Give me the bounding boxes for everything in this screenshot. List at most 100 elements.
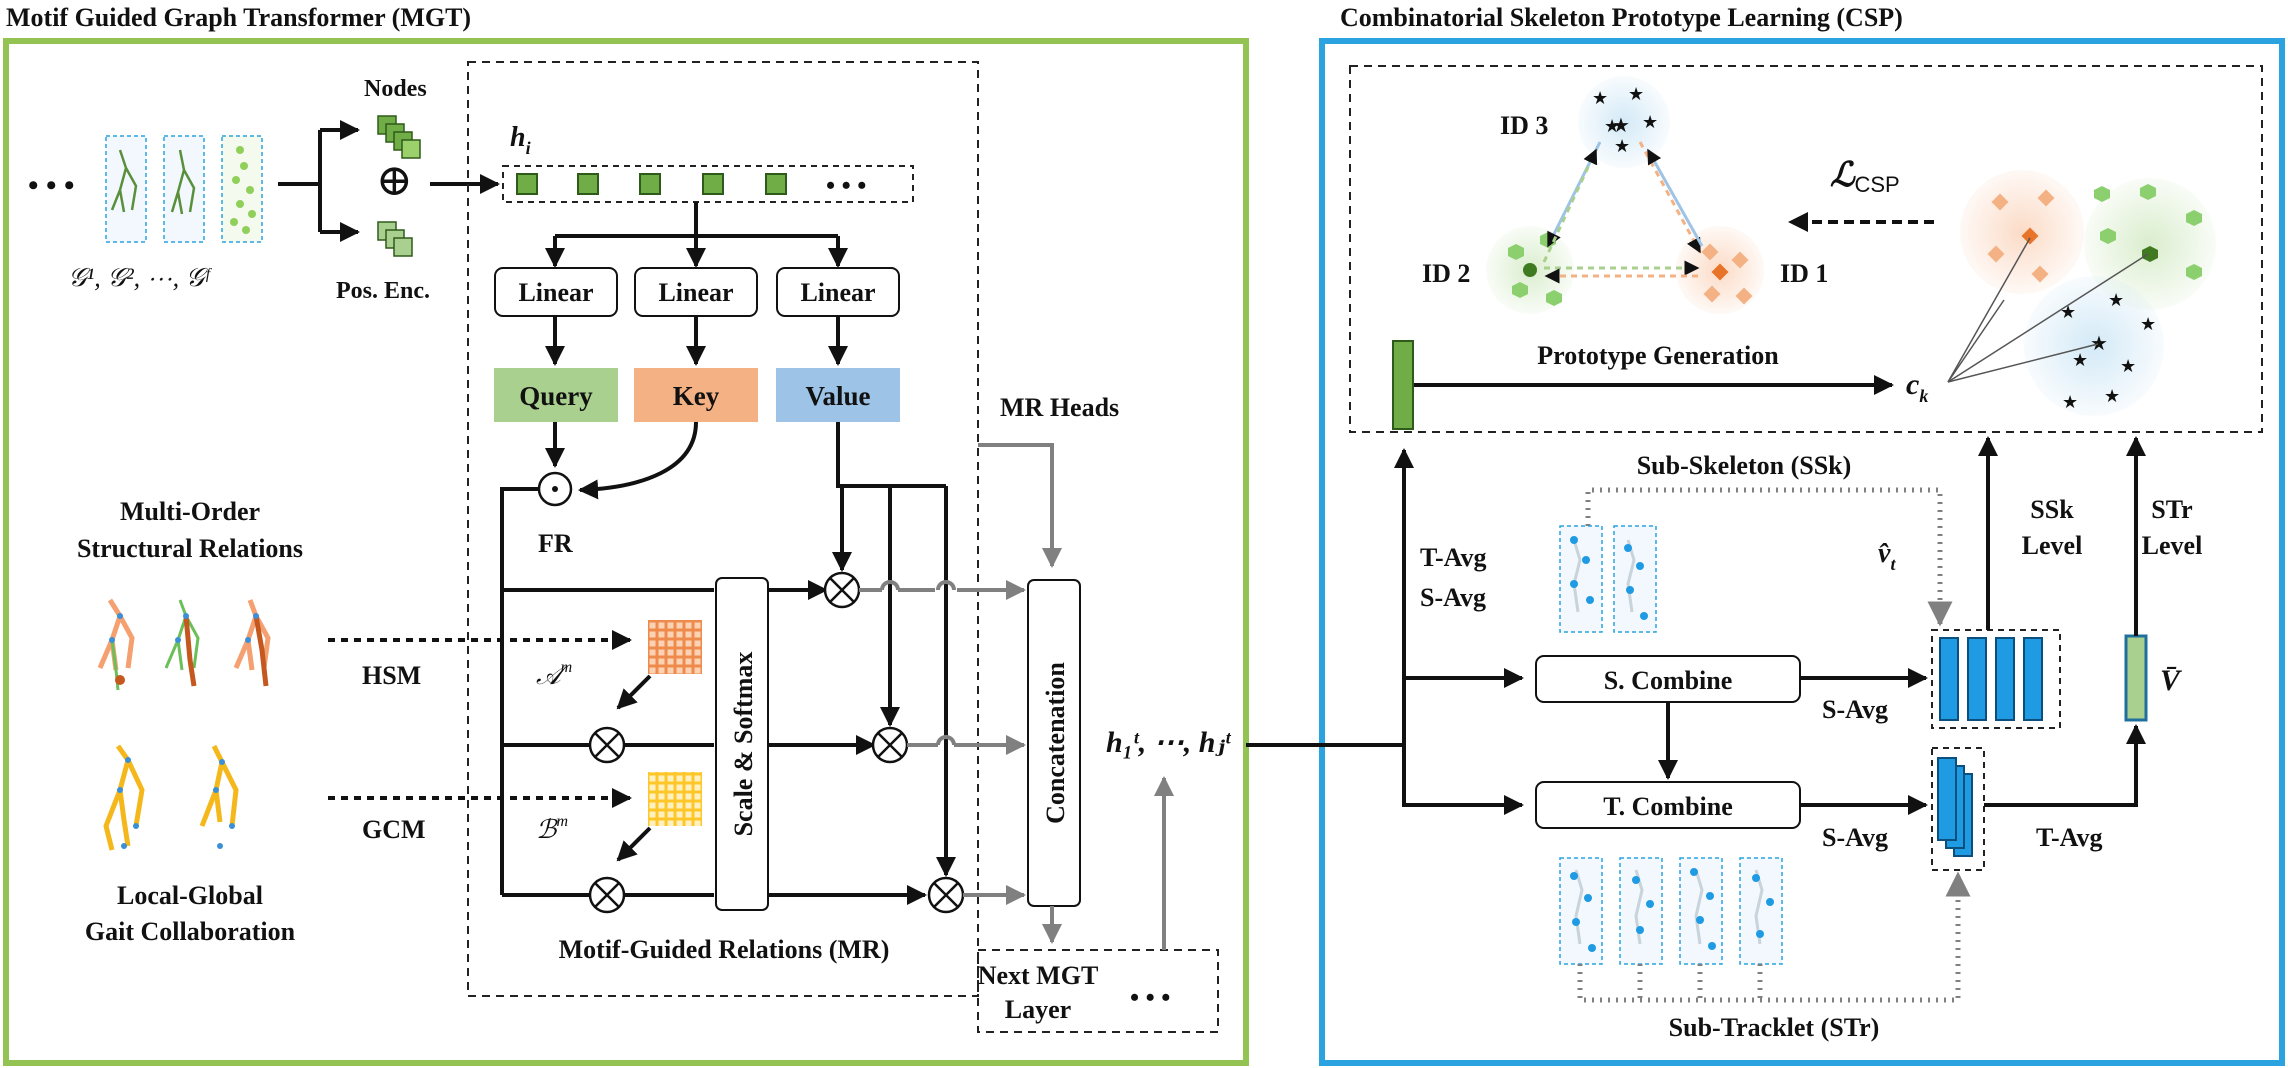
s-avg-label-1: S-Avg (1420, 583, 1486, 612)
value-box: Value (776, 368, 900, 422)
linear-query: Linear (494, 267, 618, 317)
b-m-label: ℬm (536, 813, 568, 844)
s-avg-label-2: S-Avg (1822, 695, 1888, 724)
skeleton-frame-3 (221, 135, 263, 243)
v-t-label: v̂t (1878, 538, 1896, 574)
c-k-label: ck (1906, 368, 1928, 406)
ssk-level-1: SSk (2030, 495, 2074, 524)
pos-enc-icon (377, 221, 413, 257)
multi-order-label-1: Multi-Order (120, 497, 260, 526)
otimes-1 (823, 571, 861, 609)
t-avg-label-1: T-Avg (1420, 543, 1486, 572)
str-dotted-path (1577, 871, 1971, 1003)
next-mgt-label-2: Layer (1005, 995, 1071, 1024)
svg-text:★: ★ (1642, 112, 1658, 132)
svg-text:★: ★ (2090, 333, 2108, 355)
svg-text:Key: Key (673, 381, 720, 411)
gcm-label: GCM (362, 815, 426, 844)
svg-text:Linear: Linear (800, 278, 875, 307)
str-level-2: Level (2142, 531, 2203, 560)
svg-text:Query: Query (519, 381, 593, 411)
csp-panel (1319, 38, 2285, 1066)
svg-text:★: ★ (2108, 290, 2124, 310)
h-i-label: hi (510, 122, 531, 158)
linear-value: Linear (776, 267, 900, 317)
prototype-vector (1392, 340, 1414, 430)
svg-text:Value: Value (805, 381, 870, 411)
scale-softmax-label: Scale & Softmax (729, 652, 758, 837)
loss-label: ℒCSP (1830, 157, 1900, 197)
prototype-clusters: ★★★★★★★ ★ (1947, 170, 2216, 416)
next-ellipsis: • • • (1130, 983, 1170, 1012)
svg-text:★: ★ (2104, 386, 2120, 406)
ssk-features (1939, 637, 2043, 721)
next-mgt-block (977, 949, 1219, 1033)
svg-text:★: ★ (2120, 356, 2136, 376)
svg-text:★: ★ (1604, 116, 1620, 136)
graph-sequence: 𝒢¹, 𝒢², ⋯, 𝒢ᶠ (68, 263, 212, 292)
id2-label: ID 2 (1422, 259, 1470, 288)
fr-label: FR (538, 529, 573, 558)
gcm-skeletons (103, 744, 239, 851)
linear-key: Linear (634, 267, 758, 317)
hsm-skeletons (97, 598, 271, 691)
skeleton-frame-2 (163, 135, 205, 243)
hsm-label: HSM (362, 661, 421, 690)
svg-text:Linear: Linear (658, 278, 733, 307)
id1-label: ID 1 (1780, 259, 1828, 288)
a-m-label: 𝒜m (536, 659, 572, 690)
svg-text:★: ★ (2062, 392, 2078, 412)
t-avg-label-2: T-Avg (2036, 823, 2102, 852)
input-fork (278, 130, 322, 232)
mr-label: Motif-Guided Relations (MR) (559, 935, 890, 964)
otimes-3 (927, 876, 965, 914)
t-combine-label: T. Combine (1603, 792, 1733, 821)
concatenation-label: Concatenation (1041, 662, 1070, 824)
local-global-label-1: Local-Global (117, 881, 263, 910)
s-avg-label-3: S-Avg (1822, 823, 1888, 852)
svg-text:★: ★ (1628, 84, 1644, 104)
ssk-level-2: Level (2022, 531, 2083, 560)
mr-block (467, 61, 979, 997)
input-ellipsis: • • • (28, 169, 75, 202)
query-box: Query (494, 368, 618, 422)
s-combine-label: S. Combine (1604, 666, 1733, 695)
sub-tracklet-frames (1559, 857, 1783, 965)
v-bar-label: V̄ (2160, 664, 2183, 697)
token-nodes (516, 173, 787, 195)
sub-skeleton-frames (1559, 525, 1657, 633)
str-features-block (1931, 747, 1985, 871)
oplus-icon: ⊕ (376, 156, 413, 205)
svg-text:★: ★ (2072, 350, 2088, 370)
token-ellipsis: • • • (826, 171, 866, 200)
skeleton-frame-1 (105, 135, 147, 243)
mgt-title: Motif Guided Graph Transformer (MGT) (6, 3, 471, 32)
token-sequence (502, 165, 914, 203)
svg-text:★: ★ (1612, 115, 1630, 137)
pos-enc-label: Pos. Enc. (336, 278, 430, 304)
otimes-2 (871, 726, 909, 764)
svg-text:★: ★ (1592, 88, 1608, 108)
nodes-icon (377, 115, 421, 159)
csp-title: Combinatorial Skeleton Prototype Learnin… (1340, 3, 1903, 32)
svg-text:Linear: Linear (518, 278, 593, 307)
svg-text:★: ★ (2140, 314, 2156, 334)
hsm-matrix (648, 620, 702, 674)
skeleton-frames (105, 135, 263, 243)
v-bar-vector (2124, 634, 2148, 722)
h-output-label: h₁ᵗ, ⋯, hⱼᵗ (1106, 726, 1232, 759)
str-level-1: STr (2151, 495, 2192, 524)
sub-skeleton-label: Sub-Skeleton (SSk) (1637, 451, 1852, 480)
id3-label: ID 3 (1500, 111, 1548, 140)
ssk-dotted-path (1585, 487, 1953, 627)
key-box: Key (634, 368, 758, 422)
linear-tree (555, 202, 838, 238)
sub-tracklet-label: Sub-Tracklet (STr) (1669, 1013, 1880, 1042)
svg-text:★: ★ (1614, 136, 1630, 156)
mr-heads-label: MR Heads (1000, 393, 1119, 422)
str-features (1937, 757, 1973, 857)
ssk-features-block (1931, 629, 2061, 729)
gcm-matrix (648, 772, 702, 826)
local-global-label-2: Gait Collaboration (85, 917, 296, 946)
